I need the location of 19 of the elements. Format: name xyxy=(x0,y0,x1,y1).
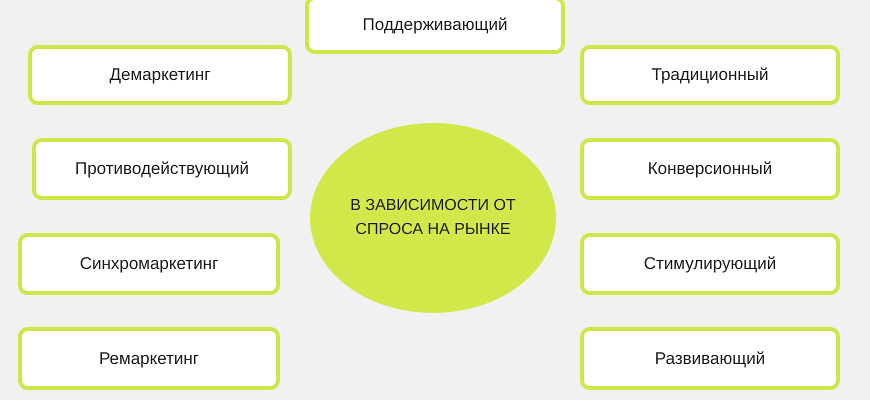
category-box xyxy=(580,138,840,200)
category-box xyxy=(580,45,840,105)
node-label: Поддерживающий xyxy=(362,15,508,35)
node-label: Традиционный xyxy=(652,65,768,85)
node-label: В ЗАВИСИМОСТИ ОТ СПРОСА НА РЫНКЕ xyxy=(350,196,516,240)
node-label: Стимулирующий xyxy=(644,254,776,274)
category-box xyxy=(580,233,840,295)
category-box xyxy=(18,233,280,295)
category-box xyxy=(32,138,292,200)
category-box xyxy=(305,0,565,54)
node-label: Синхромаркетинг xyxy=(80,254,218,274)
category-box xyxy=(28,45,292,105)
node-label: Противодействующий xyxy=(74,159,249,179)
node-label: Демаркетинг xyxy=(110,65,210,85)
node-label: Конверсионный xyxy=(648,159,772,179)
node-label: Развивающий xyxy=(654,348,766,368)
category-box xyxy=(18,327,280,390)
category-box xyxy=(580,327,840,390)
node-label: Ремаркетинг xyxy=(98,348,200,368)
